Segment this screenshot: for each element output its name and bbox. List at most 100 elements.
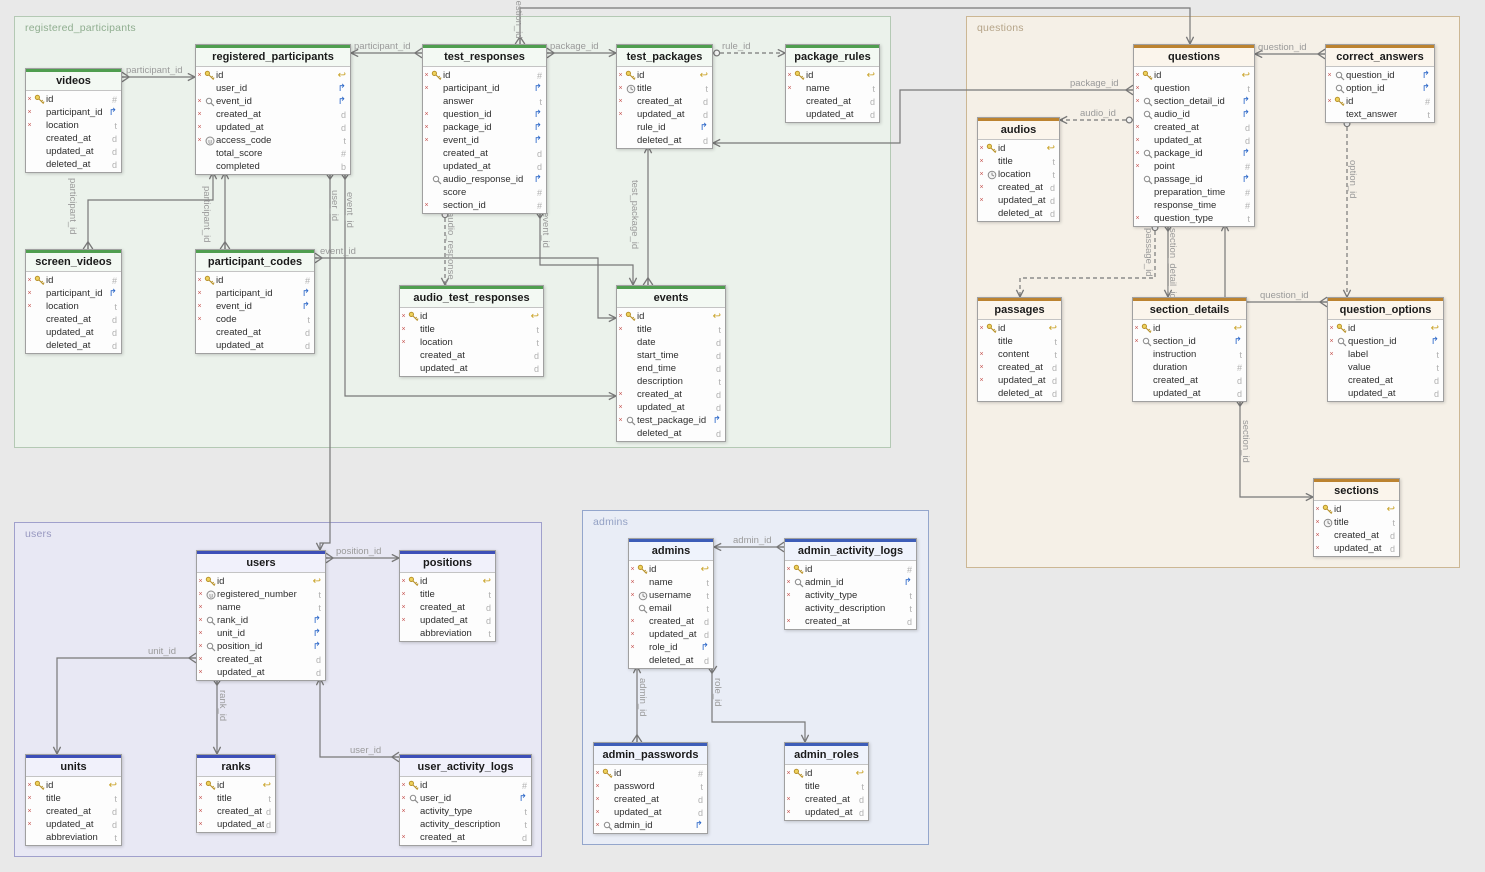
table-header[interactable]: package_rules: [786, 45, 879, 67]
column-row[interactable]: ×id↩: [1328, 322, 1443, 335]
relationship-line[interactable]: [534, 210, 638, 287]
relationship-line[interactable]: [52, 652, 197, 756]
column-row[interactable]: ×id#: [26, 274, 121, 287]
table-header[interactable]: admin_roles: [785, 743, 868, 765]
column-row[interactable]: preparation_time#: [1134, 186, 1254, 199]
column-row[interactable]: ×section_id↱: [1133, 335, 1246, 348]
relationship-line[interactable]: [315, 676, 400, 763]
column-row[interactable]: ×event_id↱: [423, 134, 546, 147]
relationship-line[interactable]: [514, 7, 1195, 46]
column-row[interactable]: rule_id↱: [617, 121, 712, 134]
column-row[interactable]: ×id#: [196, 274, 314, 287]
table-header[interactable]: section_details: [1133, 298, 1246, 320]
column-row[interactable]: ×id#: [594, 767, 707, 780]
relationship-line[interactable]: [339, 171, 618, 401]
column-row[interactable]: audio_id↱: [1134, 108, 1254, 121]
table-header[interactable]: videos: [26, 69, 121, 91]
column-row[interactable]: ×id↩: [197, 779, 275, 792]
column-row[interactable]: ×id#: [1326, 95, 1434, 108]
table-header[interactable]: screen_videos: [26, 250, 121, 272]
table-header[interactable]: positions: [400, 551, 495, 573]
table-header[interactable]: question_options: [1328, 298, 1443, 320]
column-row[interactable]: ×question_id↱: [423, 108, 546, 121]
column-row[interactable]: ×question_id↱: [1326, 69, 1434, 82]
column-row[interactable]: ×id↩: [629, 563, 713, 576]
table-header[interactable]: audios: [978, 118, 1059, 140]
column-row[interactable]: ×participant_id↱: [423, 82, 546, 95]
column-row[interactable]: ×package_id↱: [423, 121, 546, 134]
column-row[interactable]: response_time#: [1134, 199, 1254, 212]
column-row[interactable]: duration#: [1133, 361, 1246, 374]
table-header[interactable]: events: [617, 286, 725, 308]
column-row[interactable]: ×id#: [423, 69, 546, 82]
relationship-line[interactable]: [314, 252, 618, 323]
table-admin_activity_logs[interactable]: admin_activity_logs×id#×admin_id↱×activi…: [784, 538, 917, 630]
table-header[interactable]: correct_answers: [1326, 45, 1434, 67]
relationship-line[interactable]: [1234, 398, 1315, 502]
table-header[interactable]: test_packages: [617, 45, 712, 67]
column-row[interactable]: ×event_id↱: [196, 300, 314, 313]
column-row[interactable]: ×admin_id↱: [785, 576, 916, 589]
column-row[interactable]: ×id↩: [196, 69, 350, 82]
column-row[interactable]: ×event_id↱: [196, 95, 350, 108]
column-row[interactable]: user_id↱: [196, 82, 350, 95]
